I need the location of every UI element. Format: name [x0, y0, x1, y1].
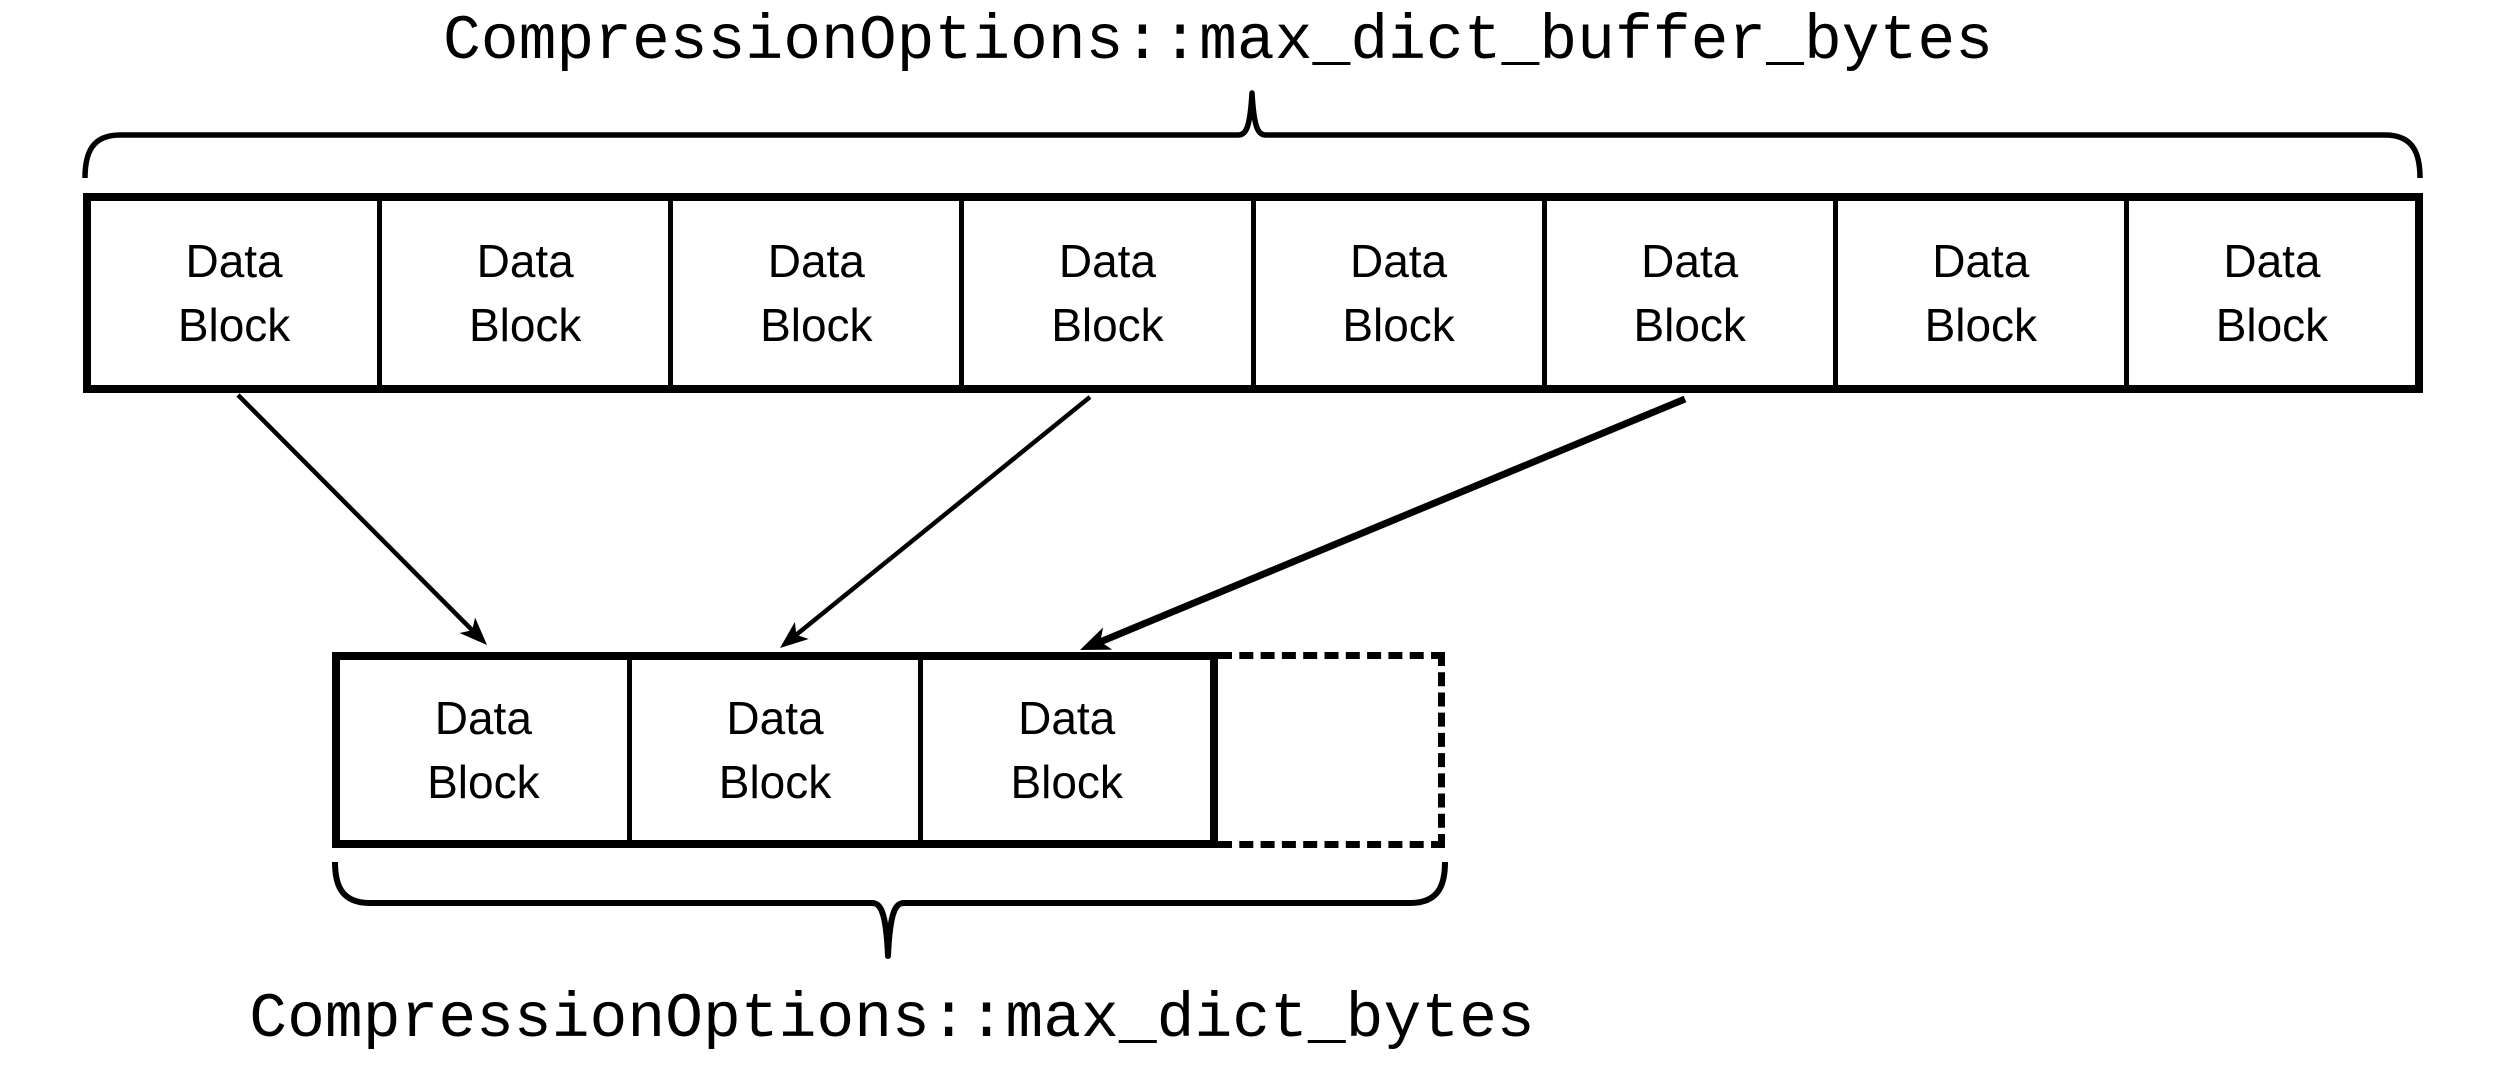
block-label-line2: Block: [718, 756, 832, 808]
block-label-line2: Block: [1010, 756, 1123, 808]
block-label-line1: Data: [2223, 235, 2321, 287]
block-label-line2: Block: [1051, 299, 1164, 351]
upper-data-block-7: Data Block: [1838, 201, 2129, 385]
block-label-line1: Data: [434, 692, 532, 744]
arrow-upper4-to-lower2: [780, 395, 1092, 648]
block-label-line2: Block: [427, 756, 540, 808]
block-label-line2: Block: [1342, 299, 1455, 351]
block-label-line2: Block: [2215, 299, 2329, 351]
upper-data-block-6: Data Block: [1547, 201, 1838, 385]
lower-block-row: Data Block Data Block Data Block: [332, 652, 1218, 848]
block-label-line2: Block: [468, 299, 582, 351]
top-brace: [82, 90, 2423, 179]
block-label-line1: Data: [1349, 235, 1448, 287]
upper-data-block-3: Data Block: [673, 201, 965, 385]
arrow-2-head-icon: [780, 621, 809, 648]
upper-data-block-4: Data Block: [964, 201, 1256, 385]
dashed-placeholder-block: [1218, 652, 1445, 848]
lower-data-block-3: Data Block: [923, 660, 1210, 840]
upper-data-block-2: Data Block: [382, 201, 674, 385]
bottom-brace: [332, 861, 1448, 959]
block-label-line1: Data: [726, 692, 824, 744]
block-label-line2: Block: [1924, 299, 2038, 351]
arrow-upper6-to-lower3: [1080, 395, 1687, 650]
arrow-2-shaft: [794, 395, 1092, 637]
block-label-line1: Data: [1641, 235, 1739, 287]
arrow-3-shaft: [1098, 395, 1687, 646]
lower-data-block-2: Data Block: [632, 660, 924, 840]
block-label-line1: Data: [1932, 235, 2030, 287]
arrow-3-head-icon: [1080, 627, 1113, 650]
bottom-label-max-dict-bytes: CompressionOptions::max_dict_bytes: [249, 984, 1535, 1055]
block-label-line1: Data: [767, 235, 865, 287]
arrow-1-head-icon: [459, 617, 487, 645]
top-label-max-dict-buffer-bytes: CompressionOptions::max_dict_buffer_byte…: [442, 6, 1994, 77]
upper-data-block-8: Data Block: [2129, 201, 2415, 385]
block-label-line1: Data: [476, 235, 574, 287]
upper-data-block-5: Data Block: [1256, 201, 1547, 385]
block-label-line1: Data: [1058, 235, 1157, 287]
block-label-line2: Block: [177, 299, 291, 351]
arrow-1-shaft: [236, 393, 474, 632]
lower-data-block-1: Data Block: [340, 660, 632, 840]
upper-block-row: Data Block Data Block Data Block Data Bl…: [83, 193, 2423, 393]
block-label-line1: Data: [185, 235, 283, 287]
block-label-line2: Block: [1633, 299, 1746, 351]
upper-data-block-1: Data Block: [91, 201, 383, 385]
arrow-upper1-to-lower1: [236, 393, 487, 645]
block-label-line2: Block: [760, 299, 873, 351]
block-label-line1: Data: [1018, 692, 1116, 744]
